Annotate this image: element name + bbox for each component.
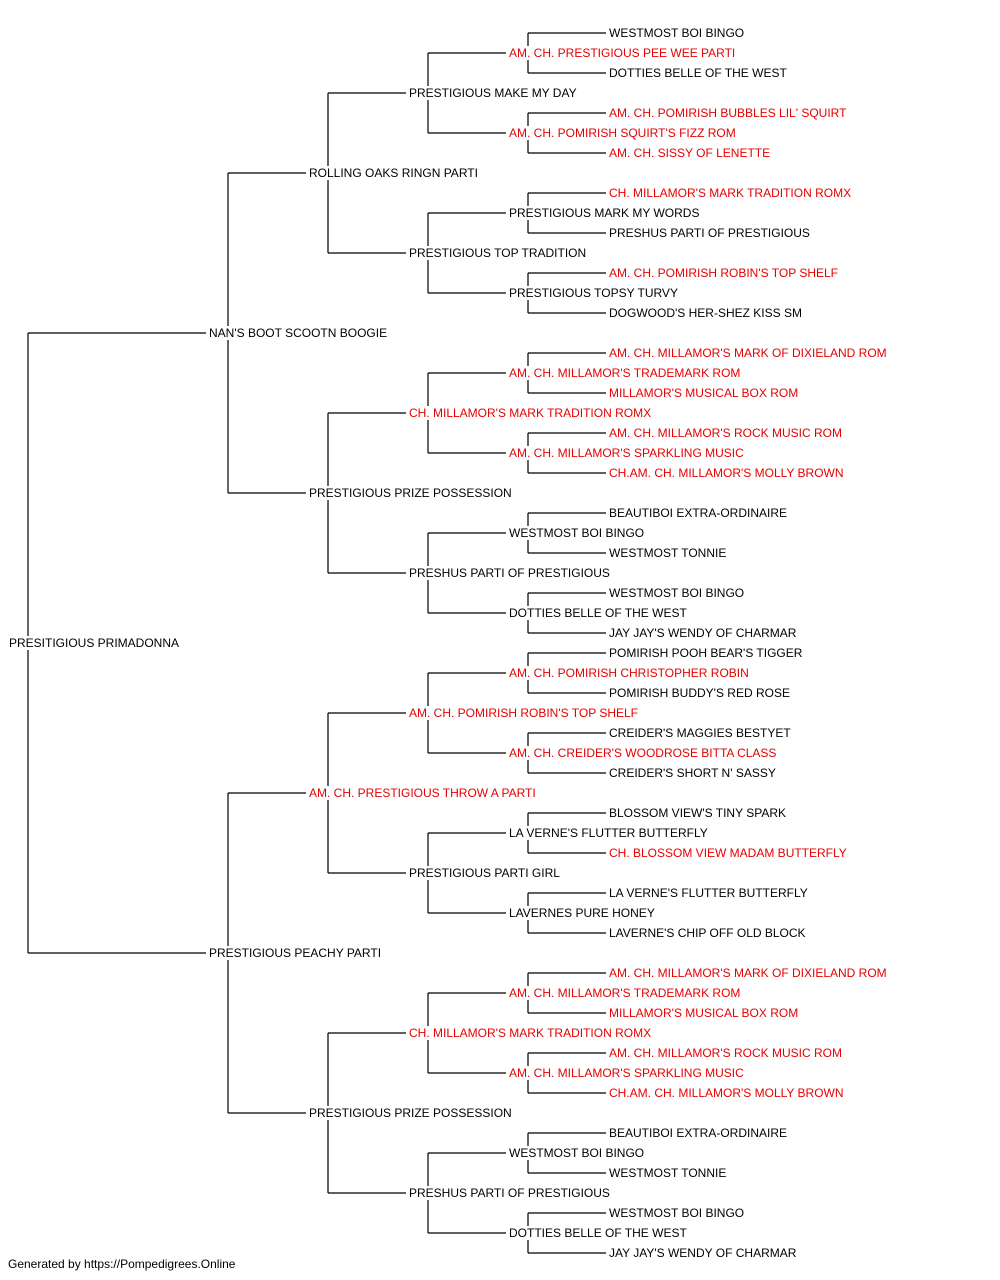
pedigree-node-sire.dam: PRESTIGIOUS PRIZE POSSESSION [308,486,513,500]
pedigree-node-sire.sire.sire.dam: AM. CH. POMIRISH SQUIRT'S FIZZ ROM [508,126,737,140]
pedigree-node-sire.sire.dam.sire.sire: CH. MILLAMOR'S MARK TRADITION ROMX [608,186,853,200]
pedigree-node-dam.sire.dam.dam: LAVERNES PURE HONEY [508,906,656,920]
pedigree-node-sire.sire.dam: PRESTIGIOUS TOP TRADITION [408,246,588,260]
pedigree-node-dam.dam.dam.dam.dam: JAY JAY'S WENDY OF CHARMAR [608,1246,798,1260]
pedigree-node-dam.sire.dam.sire.dam: CH. BLOSSOM VIEW MADAM BUTTERFLY [608,846,848,860]
pedigree-node-sire.sire.sire.sire: AM. CH. PRESTIGIOUS PEE WEE PARTI [508,46,737,60]
pedigree-node-dam.dam.sire.sire: AM. CH. MILLAMOR'S TRADEMARK ROM [508,986,742,1000]
pedigree-node-sire.dam.dam.dam: DOTTIES BELLE OF THE WEST [508,606,688,620]
footer-credit: Generated by https://Pompedigrees.Online [8,1257,236,1271]
pedigree-node-dam.dam.dam.dam.sire: WESTMOST BOI BINGO [608,1206,746,1220]
pedigree-node-sire: NAN'S BOOT SCOOTN BOOGIE [208,326,389,340]
pedigree-node-sire.dam.dam.sire: WESTMOST BOI BINGO [508,526,646,540]
pedigree-node-sire.dam.sire.sire: AM. CH. MILLAMOR'S TRADEMARK ROM [508,366,742,380]
pedigree-node-dam.sire.dam.dam.dam: LAVERNE'S CHIP OFF OLD BLOCK [608,926,807,940]
pedigree-node-sire.sire.dam.sire.dam: PRESHUS PARTI OF PRESTIGIOUS [608,226,811,240]
pedigree-node-sire.sire.dam.sire: PRESTIGIOUS MARK MY WORDS [508,206,701,220]
pedigree-node-dam.dam.sire.dam.sire: AM. CH. MILLAMOR'S ROCK MUSIC ROM [608,1046,843,1060]
pedigree-node-dam: PRESTIGIOUS PEACHY PARTI [208,946,383,960]
pedigree-node-sire.sire.sire.sire.sire: WESTMOST BOI BINGO [608,26,746,40]
pedigree-node-dam.dam.sire.sire.sire: AM. CH. MILLAMOR'S MARK OF DIXIELAND ROM [608,966,888,980]
pedigree-node-dam.dam: PRESTIGIOUS PRIZE POSSESSION [308,1106,513,1120]
pedigree-node-dam.dam.dam.dam: DOTTIES BELLE OF THE WEST [508,1226,688,1240]
pedigree-node-sire.dam.sire: CH. MILLAMOR'S MARK TRADITION ROMX [408,406,653,420]
pedigree-node-sire.sire: ROLLING OAKS RINGN PARTI [308,166,479,180]
pedigree-node-dam.dam.sire.sire.dam: MILLAMOR'S MUSICAL BOX ROM [608,1006,800,1020]
pedigree-node-dam.sire.sire: AM. CH. POMIRISH ROBIN'S TOP SHELF [408,706,640,720]
pedigree-node-sire.sire.sire: PRESTIGIOUS MAKE MY DAY [408,86,578,100]
pedigree-node-sire.dam.dam.sire.sire: BEAUTIBOI EXTRA-ORDINAIRE [608,506,789,520]
pedigree-node-dam.sire.dam.sire: LA VERNE'S FLUTTER BUTTERFLY [508,826,709,840]
pedigree-node-dam.sire.dam: PRESTIGIOUS PARTI GIRL [408,866,561,880]
pedigree-node-sire.dam.sire.dam.sire: AM. CH. MILLAMOR'S ROCK MUSIC ROM [608,426,843,440]
pedigree-node-sire.dam.sire.sire.dam: MILLAMOR'S MUSICAL BOX ROM [608,386,800,400]
pedigree-node-subject: PRESITIGIOUS PRIMADONNA [8,636,181,650]
pedigree-node-dam.sire.sire.dam.sire: CREIDER'S MAGGIES BESTYET [608,726,792,740]
pedigree-node-dam.dam.sire: CH. MILLAMOR'S MARK TRADITION ROMX [408,1026,653,1040]
pedigree-node-sire.sire.dam.dam.dam: DOGWOOD'S HER-SHEZ KISS SM [608,306,803,320]
pedigree-node-sire.dam.sire.dam: AM. CH. MILLAMOR'S SPARKLING MUSIC [508,446,745,460]
pedigree-node-dam.dam.dam.sire: WESTMOST BOI BINGO [508,1146,646,1160]
pedigree-node-dam.sire: AM. CH. PRESTIGIOUS THROW A PARTI [308,786,537,800]
pedigree-node-dam.dam.dam: PRESHUS PARTI OF PRESTIGIOUS [408,1186,611,1200]
pedigree-node-sire.dam.sire.dam.dam: CH.AM. CH. MILLAMOR'S MOLLY BROWN [608,466,845,480]
pedigree-node-dam.sire.dam.sire.sire: BLOSSOM VIEW'S TINY SPARK [608,806,788,820]
pedigree-node-sire.sire.dam.dam: PRESTIGIOUS TOPSY TURVY [508,286,679,300]
pedigree-node-dam.sire.sire.dam: AM. CH. CREIDER'S WOODROSE BITTA CLASS [508,746,778,760]
pedigree-node-dam.sire.dam.dam.sire: LA VERNE'S FLUTTER BUTTERFLY [608,886,809,900]
pedigree-node-sire.dam.sire.sire.sire: AM. CH. MILLAMOR'S MARK OF DIXIELAND ROM [608,346,888,360]
pedigree-node-dam.sire.sire.sire: AM. CH. POMIRISH CHRISTOPHER ROBIN [508,666,750,680]
pedigree-node-dam.sire.sire.dam.dam: CREIDER'S SHORT N' SASSY [608,766,777,780]
pedigree-node-sire.dam.dam.dam.dam: JAY JAY'S WENDY OF CHARMAR [608,626,798,640]
pedigree-node-dam.dam.dam.sire.dam: WESTMOST TONNIE [608,1166,728,1180]
pedigree-node-sire.sire.sire.dam.dam: AM. CH. SISSY OF LENETTE [608,146,772,160]
pedigree-node-sire.dam.dam.sire.dam: WESTMOST TONNIE [608,546,728,560]
pedigree-node-sire.sire.sire.dam.sire: AM. CH. POMIRISH BUBBLES LIL' SQUIRT [608,106,848,120]
pedigree-node-sire.dam.dam: PRESHUS PARTI OF PRESTIGIOUS [408,566,611,580]
pedigree-node-dam.dam.sire.dam: AM. CH. MILLAMOR'S SPARKLING MUSIC [508,1066,745,1080]
pedigree-node-sire.sire.sire.sire.dam: DOTTIES BELLE OF THE WEST [608,66,788,80]
pedigree-node-dam.dam.dam.sire.sire: BEAUTIBOI EXTRA-ORDINAIRE [608,1126,789,1140]
pedigree-node-sire.sire.dam.dam.sire: AM. CH. POMIRISH ROBIN'S TOP SHELF [608,266,840,280]
pedigree-node-dam.sire.sire.sire.dam: POMIRISH BUDDY'S RED ROSE [608,686,791,700]
pedigree-node-sire.dam.dam.dam.sire: WESTMOST BOI BINGO [608,586,746,600]
pedigree-node-dam.sire.sire.sire.sire: POMIRISH POOH BEAR'S TIGGER [608,646,804,660]
pedigree-node-dam.dam.sire.dam.dam: CH.AM. CH. MILLAMOR'S MOLLY BROWN [608,1086,845,1100]
